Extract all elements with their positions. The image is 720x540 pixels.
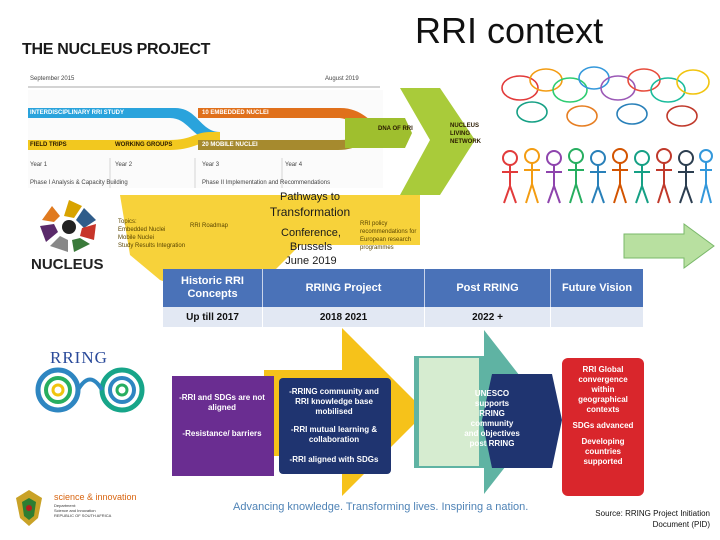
embedded-label: 10 EMBEDDED NUCLEI bbox=[202, 110, 269, 116]
red-text-2: SDGs advanced bbox=[572, 421, 634, 430]
conference-info: Conference, Brussels June 2019 bbox=[270, 226, 352, 268]
navy-text-1: -RRING community and RRI knowledge base … bbox=[289, 387, 379, 416]
conference-line2: Brussels bbox=[289, 241, 333, 253]
timeline-start: September 2015 bbox=[30, 76, 75, 82]
pathways-line1: Pathways to bbox=[280, 191, 340, 203]
green-band bbox=[419, 358, 479, 466]
navy-text-3: -RRI aligned with SDGs bbox=[289, 455, 379, 464]
green-chevron bbox=[400, 88, 475, 195]
table-header-future: Future Vision bbox=[551, 269, 643, 307]
phase-1: Phase I Analysis & Capacity Building bbox=[30, 180, 128, 186]
purple-text-1: -RRI and SDGs are not aligned bbox=[179, 393, 265, 412]
navy-box-bg bbox=[279, 378, 391, 474]
embedded-nuclei-bar bbox=[198, 108, 385, 136]
right-arrow-icon bbox=[623, 223, 715, 269]
table-header-rring: RRING Project bbox=[263, 269, 425, 307]
topic-embedded: Embedded Nuclei bbox=[118, 227, 166, 233]
topics-list: Topics: Embedded Nuclei Mobile Nuclei St… bbox=[118, 218, 185, 250]
rring-logo-icon bbox=[35, 367, 145, 413]
conference-line3: June 2019 bbox=[285, 255, 337, 267]
pathways-line2: Transformation bbox=[269, 205, 351, 219]
year-2: Year 2 bbox=[115, 162, 133, 168]
timeline-end: August 2019 bbox=[325, 76, 359, 82]
dept-line1: Department: bbox=[54, 503, 77, 508]
red-text-3: Developing countries supported bbox=[581, 437, 625, 466]
blue-diamond-bg bbox=[482, 374, 562, 468]
topics-heading: Topics: bbox=[118, 219, 137, 225]
mobile-nuclei-bar bbox=[198, 128, 385, 150]
yellow-area bbox=[120, 195, 420, 292]
dept-line3: REPUBLIC OF SOUTH AFRICA bbox=[54, 513, 112, 518]
interdisciplinary-bar bbox=[28, 108, 220, 142]
table-cell-historic: Up till 2017 bbox=[163, 307, 263, 327]
nucleus-logo-text: NUCLEUS bbox=[31, 256, 104, 273]
purple-text-2: -Resistance/ barriers bbox=[182, 429, 262, 438]
science-innovation-dept: Department: Science and Innovation REPUB… bbox=[54, 503, 134, 518]
table-cell-post: 2022 + bbox=[425, 307, 551, 327]
rring-flow-diagram bbox=[172, 328, 644, 496]
year-1: Year 1 bbox=[30, 162, 48, 168]
nucleus-logo-icon bbox=[40, 200, 96, 252]
purple-box-bg bbox=[172, 376, 274, 476]
rring-timeline-table: Historic RRI Concepts RRING Project Post… bbox=[163, 269, 643, 327]
purple-box-text: -RRI and SDGs are not aligned -Resistanc… bbox=[176, 393, 268, 439]
people-speech-bubbles-illustration bbox=[501, 66, 713, 204]
table-header-historic: Historic RRI Concepts bbox=[163, 269, 263, 307]
field-trips-bar bbox=[28, 132, 220, 150]
red-box-text: RRI Global convergence within geographic… bbox=[566, 365, 640, 467]
red-text-1: RRI Global convergence within geographic… bbox=[578, 365, 628, 414]
blue-diamond-text: UNESCO supports RRING community and obje… bbox=[464, 389, 520, 448]
navy-box-text: -RRING community and RRI knowledge base … bbox=[282, 387, 386, 465]
table-cell-future bbox=[551, 307, 643, 327]
phase-2: Phase II Implementation and Recommendati… bbox=[202, 180, 331, 186]
working-groups-label: WORKING GROUPS bbox=[115, 142, 173, 148]
dept-line2: Science and Innovation bbox=[54, 508, 96, 513]
topic-integration: Study Results Integration bbox=[118, 243, 186, 249]
rri-roadmap: RRI Roadmap bbox=[190, 223, 229, 229]
dna-arrow bbox=[345, 118, 412, 148]
nucleus-project-title: THE NUCLEUS PROJECT bbox=[22, 41, 211, 58]
table-header-post: Post RRING bbox=[425, 269, 551, 307]
footer-tagline: Advancing knowledge. Transforming lives.… bbox=[233, 501, 529, 513]
slide-title: RRI context bbox=[415, 10, 604, 51]
dna-label: DNA OF RRI bbox=[378, 126, 413, 132]
nucleus-flow-graphic bbox=[28, 86, 475, 292]
topic-mobile: Mobile Nuclei bbox=[118, 235, 155, 241]
year-3: Year 3 bbox=[202, 162, 220, 168]
network-label: NUCLEUS LIVING NETWORK bbox=[450, 123, 481, 145]
table-cell-rring: 2018 2021 bbox=[263, 307, 425, 327]
conference-line1: Conference, bbox=[281, 227, 341, 239]
source-note: Source: RRING Project Initiation Documen… bbox=[595, 509, 710, 529]
interdisciplinary-label: INTERDISCIPLINARY RRI STUDY bbox=[30, 110, 125, 116]
coat-of-arms-icon bbox=[16, 490, 42, 526]
mobile-label: 20 MOBILE NUCLEI bbox=[202, 142, 258, 148]
rring-logo-text: RRING bbox=[50, 348, 108, 367]
red-box-bg bbox=[562, 358, 644, 496]
field-trips-label: FIELD TRIPS bbox=[30, 142, 67, 148]
navy-text-2: -RRI mutual learning & collaboration bbox=[290, 425, 378, 444]
year-4: Year 4 bbox=[285, 162, 303, 168]
pathways-title: Pathways to Transformation bbox=[262, 190, 358, 220]
science-innovation-name: science & innovation bbox=[54, 492, 137, 502]
rri-policy: RRI policy recommendations for European … bbox=[360, 221, 417, 251]
